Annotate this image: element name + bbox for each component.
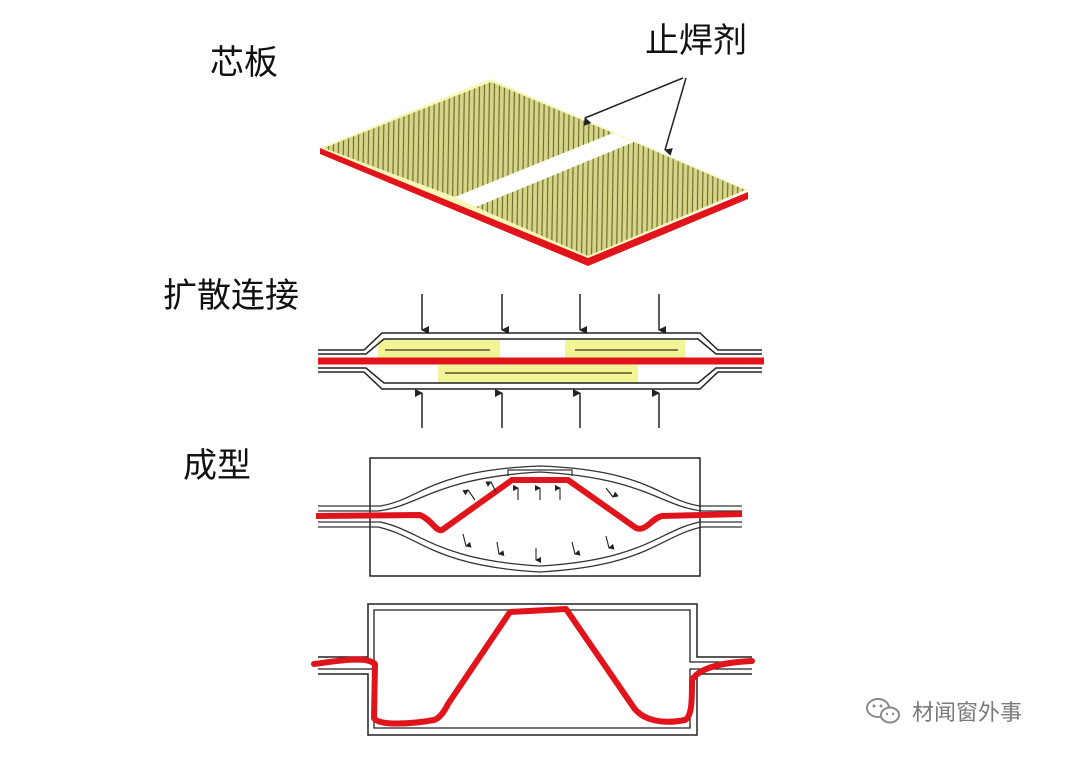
diffusion-bonding-stack	[318, 332, 764, 390]
stop-off-region-right	[476, 142, 745, 256]
gas-arrow	[496, 541, 505, 557]
lower-sheet-bulge	[318, 521, 742, 567]
stop-off-glow-2	[565, 340, 685, 358]
wechat-icon	[866, 698, 900, 724]
forming-die-final	[311, 603, 755, 736]
gas-arrow	[605, 535, 615, 550]
upper-sheet-bulge	[318, 465, 742, 507]
watermark-text: 材闻窗外事	[912, 701, 1022, 726]
core-sheet-red-mid	[315, 477, 743, 534]
stop-off-pointer-1	[583, 77, 684, 126]
stop-off-glow-3	[438, 365, 638, 383]
watermark: 材闻窗外事	[866, 698, 1022, 726]
label-stop-off: 止焊剂	[645, 21, 747, 61]
gas-arrow	[571, 541, 581, 556]
forming-die-mid	[315, 457, 743, 577]
label-diffusion-bonding: 扩散连接	[163, 276, 299, 316]
lower-face-sheet	[318, 367, 762, 384]
core-board	[320, 77, 748, 266]
stop-off-pointer-2	[664, 77, 687, 156]
stop-off-glow-1	[378, 340, 500, 358]
bonding-gap	[455, 133, 634, 207]
gas-arrow	[605, 487, 619, 498]
gas-arrow	[462, 489, 476, 501]
core-sheet-red-final	[311, 606, 755, 727]
stop-off-region-left	[324, 82, 613, 197]
label-forming: 成型	[183, 446, 251, 486]
upper-face-sheet	[318, 338, 762, 355]
pressure-arrows	[415, 294, 666, 428]
gas-arrow	[485, 481, 497, 493]
gas-arrow	[462, 533, 472, 548]
core-board-red-edge	[320, 148, 748, 266]
label-core-board: 芯板	[210, 43, 278, 83]
